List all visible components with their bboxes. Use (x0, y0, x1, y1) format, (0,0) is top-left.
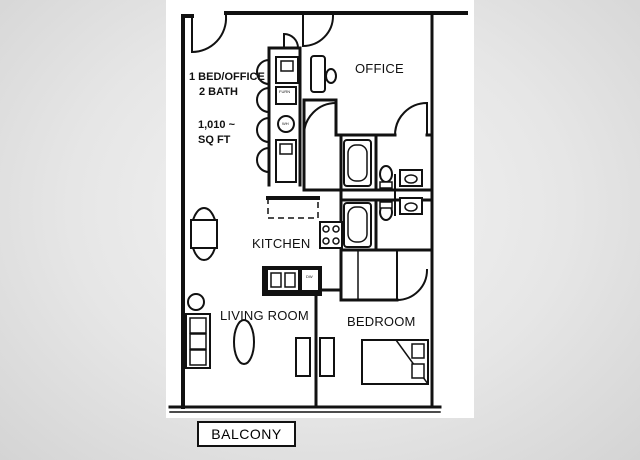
coffee-table (233, 319, 255, 365)
side-table (187, 293, 205, 311)
balcony: BALCONY (197, 421, 296, 447)
stove (319, 221, 343, 249)
water-heater (277, 115, 295, 133)
dishwasher-label: DW (306, 274, 313, 279)
bed-count-label: 1 BED/OFFICE (189, 71, 265, 83)
nightstand-left (295, 337, 311, 377)
kitchen-counter (266, 196, 320, 200)
bath-count-label: 2 BATH (199, 86, 238, 98)
room-label-living-room: LIVING ROOM (220, 308, 309, 323)
room-label-balcony: BALCONY (211, 426, 282, 442)
office-chair-seat (325, 68, 337, 84)
furnace (275, 86, 297, 105)
kitchen-counter-outline (267, 198, 319, 219)
nightstand-right (319, 337, 335, 377)
room-label-bedroom: BEDROOM (347, 314, 416, 329)
toilet-1 (379, 165, 393, 183)
sqft-value-label: 1,010 ~ (198, 119, 236, 131)
furnace-label: FURN (279, 89, 291, 94)
water-heater-label: WH (282, 121, 289, 126)
office-chair (310, 55, 326, 93)
room-label-kitchen: KITCHEN (252, 236, 311, 251)
room-label-office: OFFICE (355, 61, 404, 76)
entry-door (191, 14, 228, 54)
sqft-unit-label: SQ FT (198, 134, 231, 146)
closet-doors (255, 58, 271, 174)
office-door (302, 14, 335, 48)
